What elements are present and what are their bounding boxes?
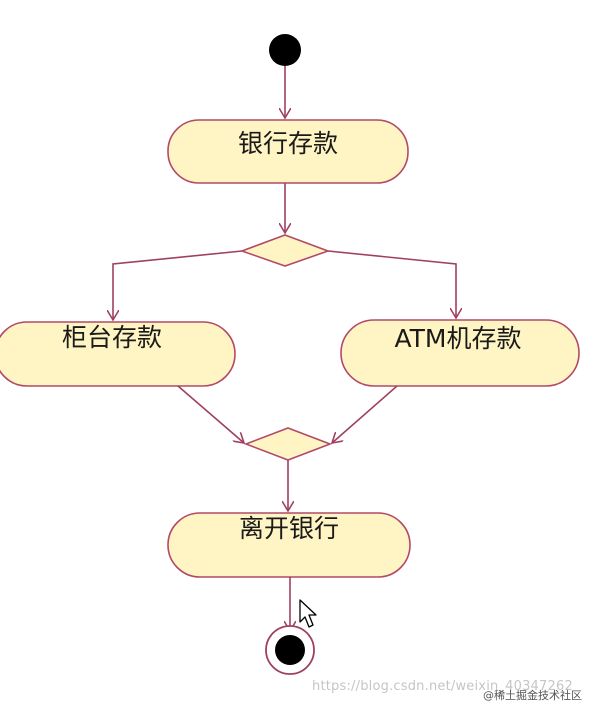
final-node bbox=[265, 625, 315, 675]
brand-watermark: @稀土掘金技术社区 bbox=[483, 689, 582, 702]
initial-node bbox=[269, 34, 301, 66]
url-watermark: https://blog.csdn.net/weixin_40347262 bbox=[312, 679, 573, 694]
decision-node bbox=[239, 234, 331, 267]
activity-atm-deposit-label: ATM机存款 bbox=[394, 324, 521, 353]
mouse-cursor-icon bbox=[299, 599, 317, 628]
activity-leave-bank-label: 离开银行 bbox=[239, 514, 339, 543]
activity-bank-deposit-label: 银行存款 bbox=[238, 129, 338, 158]
activity-counter-deposit: 柜台存款 bbox=[0, 321, 236, 387]
flow-decision-to-atm-deposit bbox=[327, 250, 456, 318]
activity-bank-deposit: 银行存款 bbox=[167, 119, 409, 184]
flow-counter-deposit-to-merge bbox=[177, 385, 244, 443]
activity-leave-bank: 离开银行 bbox=[167, 512, 411, 578]
activity-atm-deposit: ATM机存款 bbox=[340, 319, 580, 387]
flow-decision-to-counter-deposit bbox=[113, 250, 243, 320]
activity-counter-deposit-label: 柜台存款 bbox=[62, 323, 162, 352]
merge-node bbox=[243, 427, 333, 461]
flow-atm-deposit-to-merge bbox=[332, 385, 398, 443]
